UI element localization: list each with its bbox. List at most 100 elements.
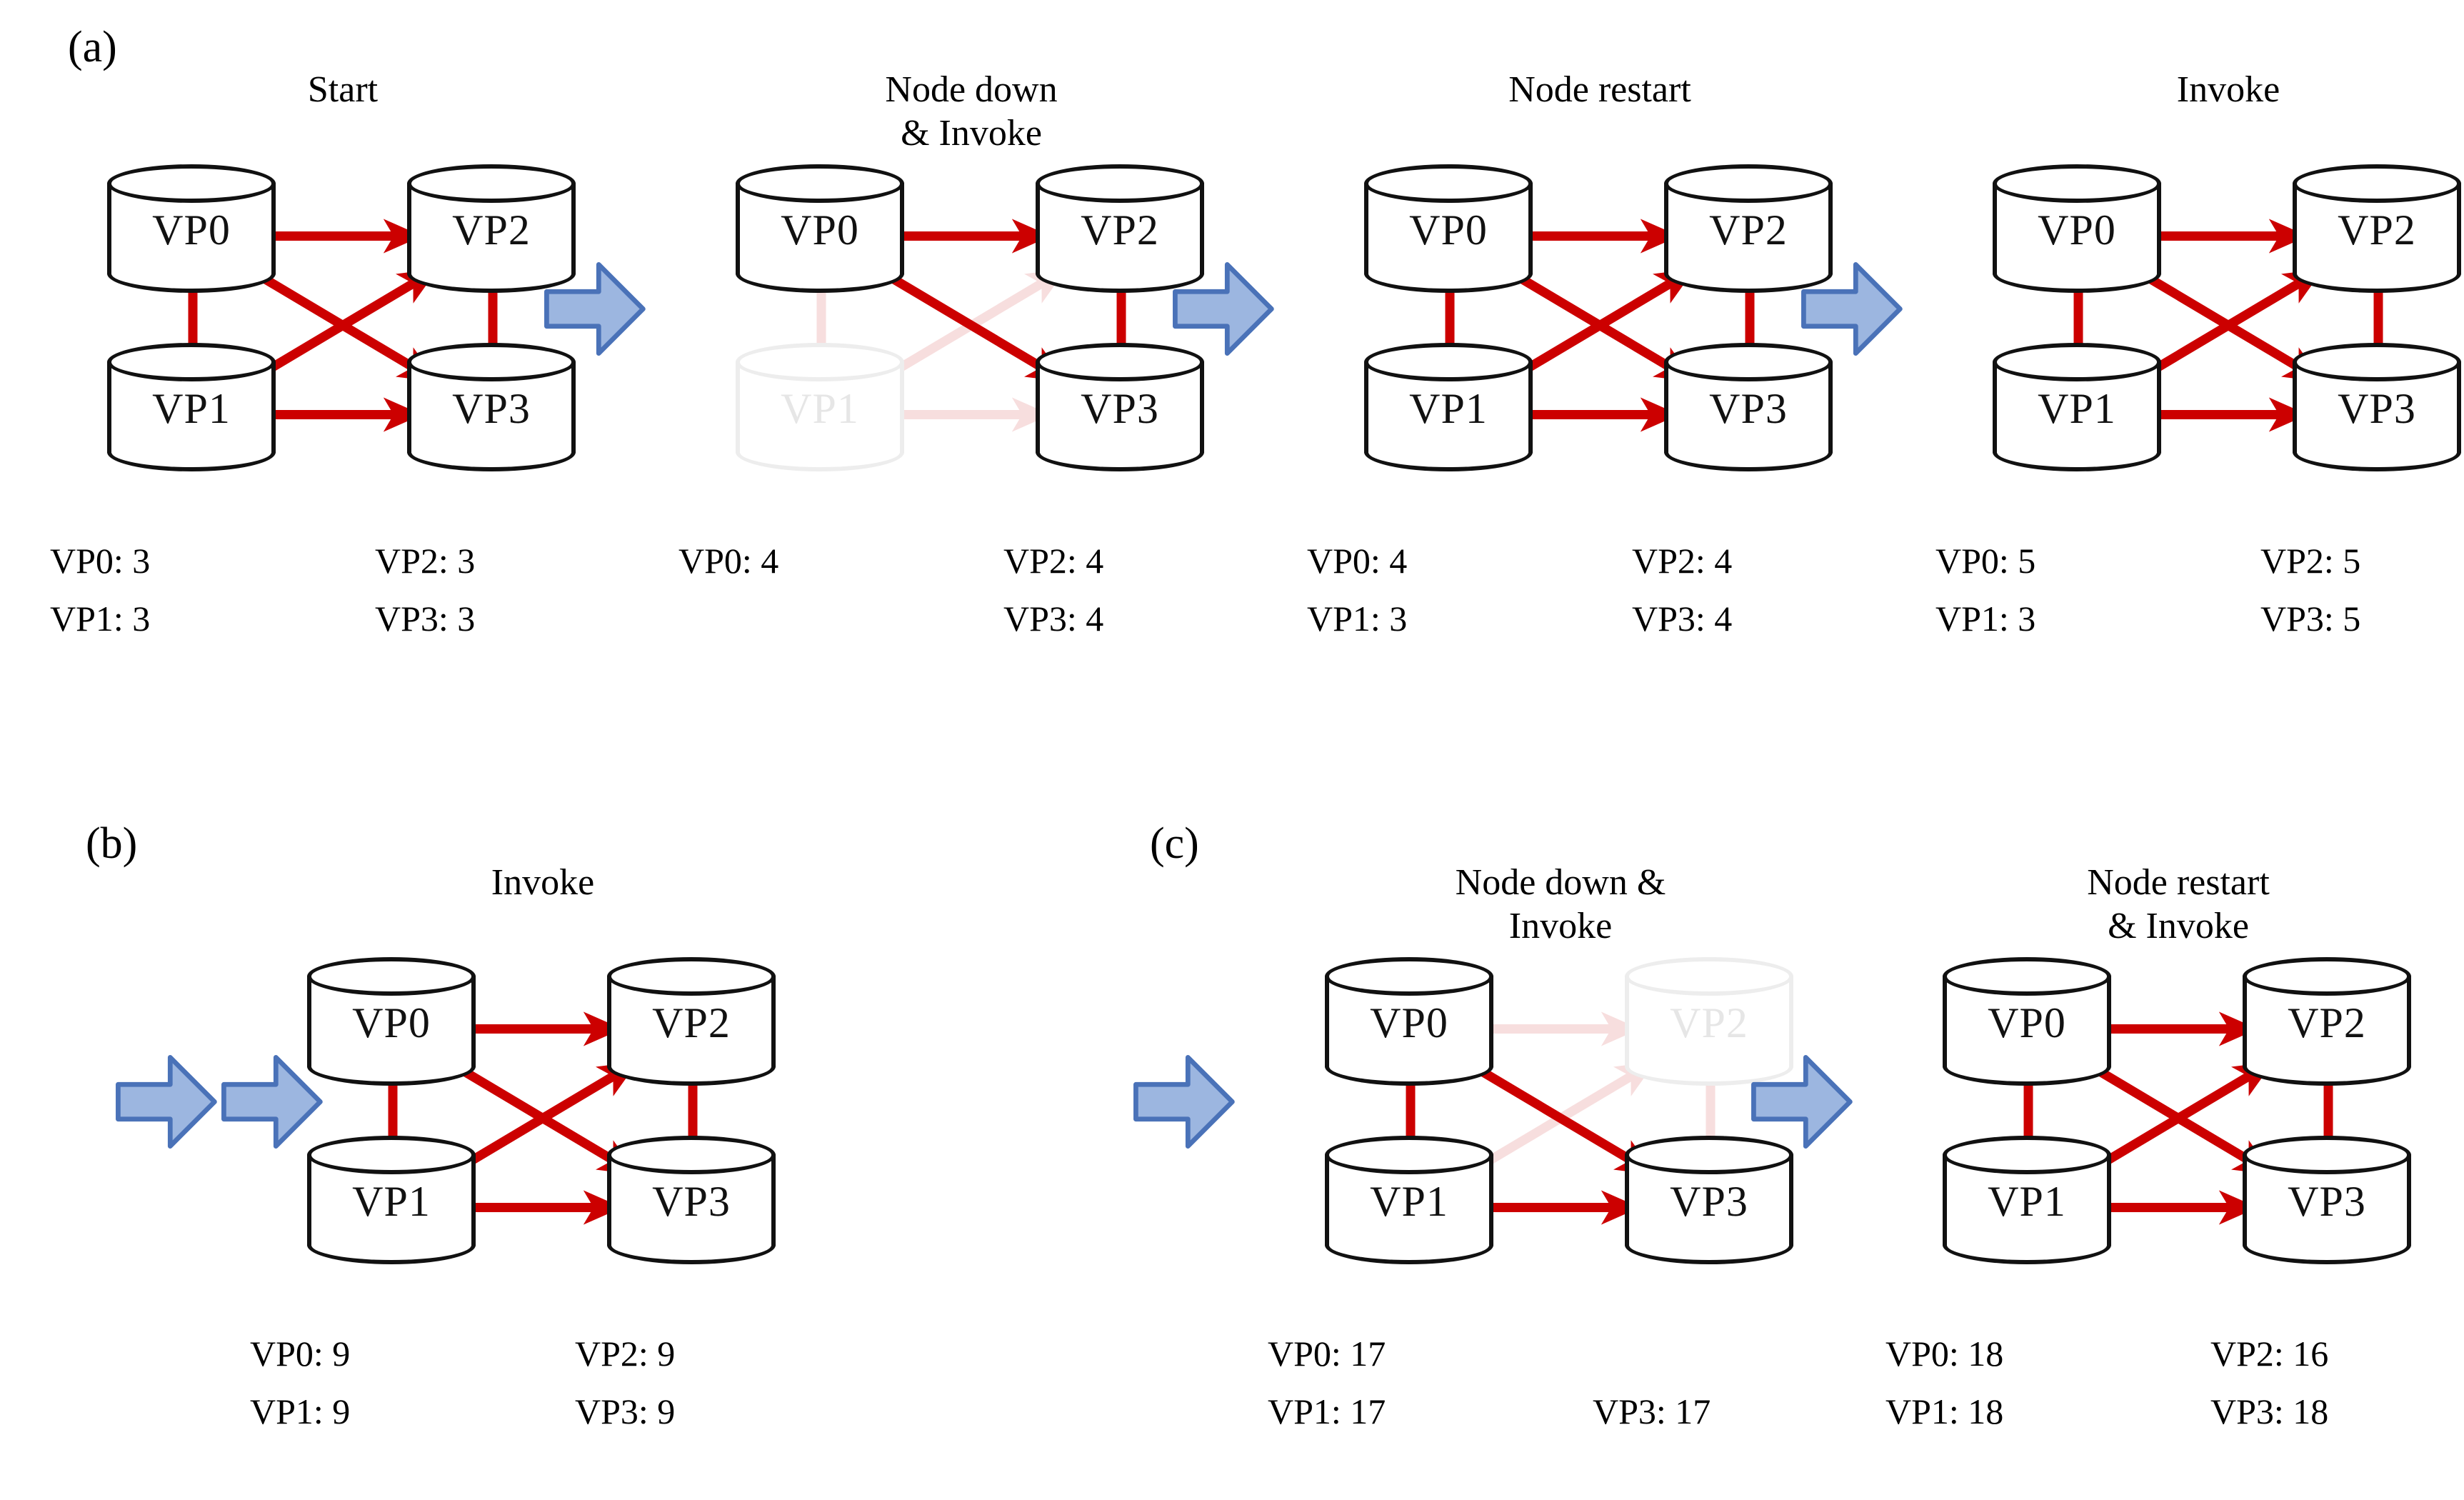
node-vp0: VP0 [736,164,907,296]
node-label: VP1 [352,1177,431,1225]
counter-item: VP3: 17 [1593,1391,1711,1431]
node-vp2-down: VP2 [1625,957,1796,1089]
counter-item: VP3: 4 [1632,599,1733,639]
stage-title-line: Node down & [1455,862,1666,903]
stage-title: Node restart [1278,68,1921,111]
node-label: VP3 [1670,1177,1748,1225]
node-label: VP2 [1081,206,1159,254]
counter-item: VP2: 16 [2210,1334,2329,1374]
counter-list-right: VP3: 17 [1593,1383,1711,1441]
node-label: VP3 [2288,1177,2366,1225]
node-vp2: VP2 [1036,164,1207,296]
cylinder-body [1664,361,1833,453]
counter-item: VP2: 9 [575,1334,676,1374]
counter-item: VP0: 4 [678,541,779,581]
node-vp0: VP0 [1993,164,2164,296]
cylinder-top [607,957,776,996]
counter-item: VP3: 9 [575,1391,676,1431]
node-label: VP1 [152,384,231,432]
counter-item: VP0: 18 [1885,1334,2004,1374]
cylinder-top [607,1136,776,1174]
node-vp1: VP1 [107,343,279,475]
cylinder-top [2293,343,2461,381]
stage-title-line: Node down [885,69,1058,110]
node-vp2: VP2 [1664,164,1836,296]
node-vp1: VP1 [1325,1136,1496,1268]
cylinder-top [1325,957,1493,996]
stage-title: Invoke [1907,68,2464,111]
blue-transition-arrow [1800,261,1904,361]
counter-item: VP3: 18 [2210,1391,2329,1431]
node-vp3: VP3 [2243,1136,2414,1268]
node-vp1: VP1 [1943,1136,2114,1268]
cylinder-top [1625,1136,1793,1174]
blue-transition-arrow [1171,261,1276,361]
node-label: VP0 [1370,999,1448,1046]
node-label: VP0 [2038,206,2116,254]
counter-item: VP2: 3 [375,541,476,581]
cylinder-top [1993,164,2161,203]
node-label: VP1 [781,384,859,432]
counter-list-left: VP0: 4 [678,532,778,590]
counter-item: VP0: 17 [1268,1334,1386,1374]
node-label: VP2 [452,206,531,254]
cylinder-top [1625,957,1793,996]
node-label: VP3 [1709,384,1788,432]
cylinder-top [1943,1136,2111,1174]
cylinder-top [2243,1136,2411,1174]
node-label: VP2 [652,999,731,1046]
section-letter-b: (b) [86,819,138,868]
counter-item: VP2: 4 [1003,541,1104,581]
node-vp2: VP2 [607,957,778,1089]
counter-item: VP3: 5 [2260,599,2361,639]
cylinder-body [2243,1154,2411,1246]
counter-item: VP2: 5 [2260,541,2361,581]
stage-title: Start [21,68,664,111]
counter-item: VP3: 4 [1003,599,1104,639]
cylinder-top [1364,343,1533,381]
blue-transition-arrow [1750,1054,1854,1154]
stage-title-line: Node restart [1508,69,1691,110]
stage-title: Invoke [221,861,864,904]
counter-item: VP0: 9 [250,1334,351,1374]
cylinder-top [1036,343,1204,381]
blue-transition-arrow [220,1054,324,1154]
section-letter-a: (a) [68,23,117,71]
node-label: VP3 [2338,384,2416,432]
counter-item: VP3: 3 [375,599,476,639]
node-vp0: VP0 [1325,957,1496,1089]
node-label: VP2 [1670,999,1748,1046]
section-letter-c: (c) [1150,819,1199,868]
counter-item: VP1: 3 [1307,599,1408,639]
cylinder-top [307,1136,476,1174]
node-label: VP0 [1409,206,1488,254]
stage-title-line: Invoke [1508,906,1613,947]
counter-item: VP0: 3 [50,541,151,581]
counter-list-right: VP2: 5 VP3: 5 [2260,532,2360,648]
node-vp0: VP0 [1943,957,2114,1089]
stage-title: Node down &Invoke [1239,861,1882,949]
node-label: VP2 [1709,206,1788,254]
cylinder-body [407,361,576,453]
cylinder-top [1664,343,1833,381]
counter-item: VP0: 5 [1935,541,2036,581]
cylinder-top [1364,164,1533,203]
node-vp3: VP3 [1664,343,1836,475]
stage-title-line: Node restart [2087,862,2270,903]
stage-title-line: Invoke [491,862,595,903]
node-vp2: VP2 [407,164,579,296]
blue-transition-arrow [114,1054,219,1154]
node-vp1: VP1 [1993,343,2164,475]
node-vp3: VP3 [607,1136,778,1268]
node-vp2: VP2 [2293,164,2464,296]
cylinder-top [1036,164,1204,203]
